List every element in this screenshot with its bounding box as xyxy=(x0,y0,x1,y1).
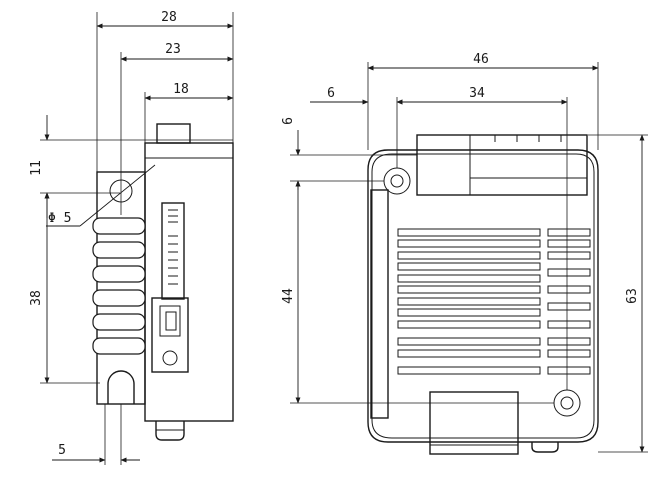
dim-6-h-label: 6 xyxy=(327,86,335,101)
dim-11-label: 11 xyxy=(29,160,44,176)
vent-slot xyxy=(397,228,541,237)
vent-slot xyxy=(397,262,541,271)
vent-slot xyxy=(547,349,591,358)
vent-slot xyxy=(397,251,541,260)
front-left-rail xyxy=(370,189,389,419)
front-top-hole-inner xyxy=(390,174,404,188)
front-housing-inner xyxy=(371,153,595,439)
front-bottom-connector xyxy=(429,391,519,455)
dim-6-v-label: 6 xyxy=(281,117,296,125)
vent-slot xyxy=(397,366,541,375)
vent-slot xyxy=(397,349,541,358)
side-terminal-window xyxy=(159,305,181,337)
side-heatsink-fins xyxy=(92,217,146,355)
vent-slot xyxy=(397,337,541,346)
vent-slot xyxy=(547,320,591,329)
side-terminal-screw xyxy=(162,350,178,366)
front-bottom-hole-inner xyxy=(560,396,574,410)
vent-slot xyxy=(547,239,591,248)
fin xyxy=(92,337,146,355)
front-bottom-hole xyxy=(553,389,581,417)
front-top-hole xyxy=(383,167,411,195)
hole-dia-label: Φ 5 xyxy=(48,211,71,226)
dim-28-label: 28 xyxy=(161,10,177,25)
vent-slot xyxy=(547,268,591,277)
front-housing xyxy=(367,149,599,443)
front-top-connector xyxy=(416,134,588,196)
front-top-connector-pins xyxy=(494,135,562,142)
vent-slot xyxy=(547,337,591,346)
dim-5-label: 5 xyxy=(58,443,66,458)
side-housing xyxy=(144,142,234,422)
vent-slot xyxy=(397,239,541,248)
fin xyxy=(92,265,146,283)
vent-slot xyxy=(547,228,591,237)
vent-slot xyxy=(397,297,541,306)
fin xyxy=(92,313,146,331)
vent-slot xyxy=(397,308,541,317)
vent-slot xyxy=(397,274,541,283)
side-dip-pins xyxy=(168,209,178,285)
fin xyxy=(92,241,146,259)
side-bottom-connector xyxy=(155,421,185,441)
vent-slot xyxy=(547,302,591,311)
dim-46-label: 46 xyxy=(473,52,489,67)
dim-38-label: 38 xyxy=(29,290,44,306)
dim-23-label: 23 xyxy=(165,42,181,57)
fin xyxy=(92,289,146,307)
side-dip-strip xyxy=(161,202,185,300)
side-top-connector xyxy=(156,123,191,144)
dim-44-label: 44 xyxy=(281,288,296,304)
side-terminal-block xyxy=(151,297,189,373)
vent-slot xyxy=(397,320,541,329)
front-vents-right xyxy=(547,228,591,375)
vent-slot xyxy=(547,366,591,375)
dim-18-label: 18 xyxy=(173,82,189,97)
side-view: 28 23 18 11 Φ 5 38 5 xyxy=(29,10,234,465)
hole-dia-leader xyxy=(79,164,156,227)
side-bottom-slot xyxy=(107,370,135,404)
dim-63-label: 63 xyxy=(625,288,640,304)
vent-slot xyxy=(397,285,541,294)
fin xyxy=(92,217,146,235)
front-vents-left xyxy=(397,228,541,375)
front-bottom-nub xyxy=(531,442,559,453)
vent-slot xyxy=(547,251,591,260)
vent-slot xyxy=(547,285,591,294)
side-terminal-inner xyxy=(165,311,177,331)
front-view: 46 34 6 6 44 63 xyxy=(281,52,648,455)
dim-34-label: 34 xyxy=(469,86,485,101)
